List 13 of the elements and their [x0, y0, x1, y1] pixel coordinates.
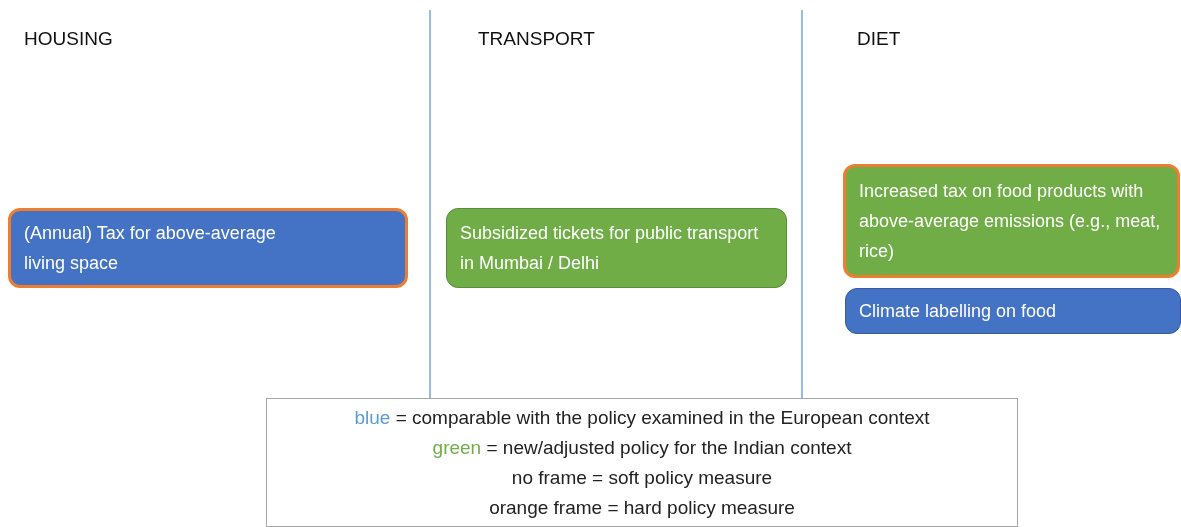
legend-text: orange frame = hard policy measure — [489, 497, 795, 518]
policy-box: (Annual) Tax for above-average living space — [8, 208, 408, 288]
legend-text: = comparable with the policy examined in the European context — [394, 407, 930, 428]
policy-box: Increased tax on food products with above-average emissions (e.g., meat, rice) — [843, 164, 1180, 278]
policy-box: Climate labelling on food — [845, 288, 1181, 334]
legend-color-word: green — [432, 437, 482, 458]
policy-box: Subsidized tickets for public transport in Mumbai / Delhi — [446, 208, 787, 288]
column-heading: HOUSING — [24, 28, 113, 50]
legend-text: = new/adjusted policy for the Indian context — [485, 437, 852, 458]
column-heading: TRANSPORT — [478, 28, 595, 50]
legend-text: no frame = soft policy measure — [511, 467, 773, 488]
column-heading: DIET — [857, 28, 901, 50]
legend-color-word: blue — [354, 407, 391, 428]
